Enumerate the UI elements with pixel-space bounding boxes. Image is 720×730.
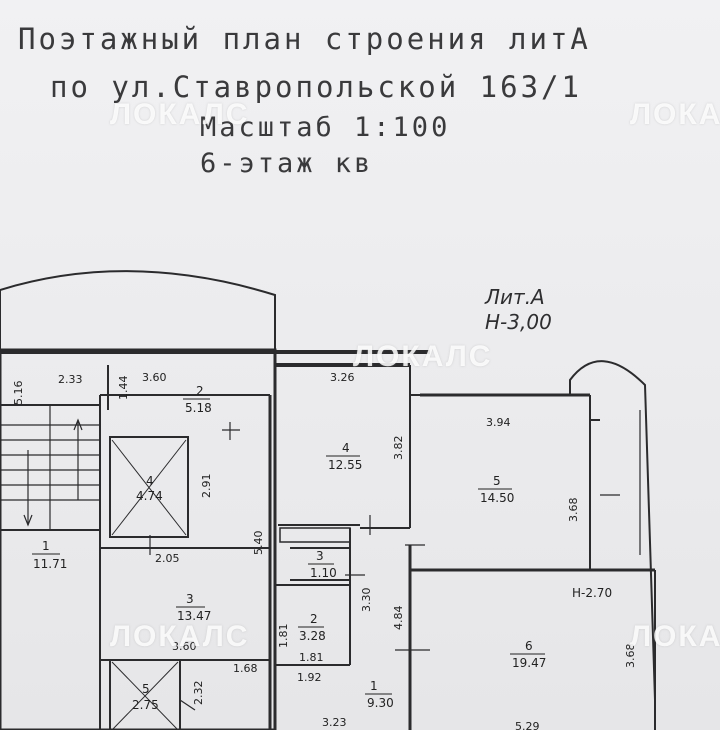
room-area-5b: 14.50 — [480, 491, 514, 505]
watermark-logo: ЛОКАЛС — [110, 98, 250, 131]
room-area-lift2: 2.75 — [132, 698, 159, 712]
watermark-logo: ЛОКАЛС — [630, 620, 720, 653]
dim-label: 3.30 — [360, 588, 373, 613]
dim-label: 3.26 — [330, 371, 355, 384]
height-label: Н-2.70 — [572, 586, 612, 600]
dim-label: 3.60 — [172, 640, 197, 653]
dim-label: 1.81 — [277, 624, 290, 649]
watermark-logo: ЛОКАЛС — [630, 98, 720, 131]
dim-label: 3.68 — [624, 644, 637, 669]
lit-height: Н-3,00 — [485, 310, 552, 334]
room-id-1b: 1 — [370, 679, 378, 693]
room-area-4b: 12.55 — [328, 458, 362, 472]
room-area-6: 19.47 — [512, 656, 546, 670]
dim-label: 1.81 — [299, 651, 324, 664]
dim-label: 3.23 — [322, 716, 347, 729]
room-id-4b: 4 — [342, 441, 350, 455]
room-id-lift2: 5 — [142, 682, 150, 696]
dim-label: 4.84 — [392, 606, 405, 631]
watermark-logo: ЛОКАЛС — [353, 340, 493, 373]
dim-label: 5.16 — [12, 381, 25, 406]
dim-label: 1.44 — [117, 376, 130, 401]
room-area-1b: 9.30 — [367, 696, 394, 710]
room-id-6: 6 — [525, 639, 533, 653]
room-id-lift1: 4 — [146, 474, 154, 488]
dim-label: 3.82 — [392, 436, 405, 461]
dim-label: 2.32 — [192, 681, 205, 706]
dim-label: 5.40 — [252, 531, 265, 556]
room-id-2b: 2 — [310, 612, 318, 626]
plan-title-line-1: Поэтажный план строения литА — [18, 22, 591, 56]
room-id-3: 3 — [186, 592, 194, 606]
dim-label: 3.94 — [486, 416, 511, 429]
room-id-2: 2 — [196, 384, 204, 398]
room-area-3b: 1.10 — [310, 566, 337, 580]
room-area-3: 13.47 — [177, 609, 211, 623]
room-area-lift1: 4.74 — [136, 489, 163, 503]
dim-label: 1.68 — [233, 662, 258, 675]
dim-label: 3.60 — [142, 371, 167, 384]
dim-label: 1.92 — [297, 671, 322, 684]
dim-label: 5.29 — [515, 720, 540, 730]
room-id-5b: 5 — [493, 474, 501, 488]
room-area-2: 5.18 — [185, 401, 212, 415]
lit-name: Лит.А — [485, 285, 545, 309]
room-area-2b: 3.28 — [299, 629, 326, 643]
dim-label: 3.68 — [567, 498, 580, 523]
plan-scale: Масштаб 1:100 — [200, 112, 451, 143]
room-area-1: 11.71 — [33, 557, 67, 571]
dim-label: 2.05 — [155, 552, 180, 565]
room-id-3b: 3 — [316, 549, 324, 563]
room-id-1: 1 — [42, 539, 50, 553]
dim-label: 2.33 — [58, 373, 83, 386]
plan-title-line-2: по ул.Ставропольской 163/1 — [50, 70, 582, 104]
plan-floor: 6-этаж кв — [200, 148, 374, 179]
dim-label: 2.91 — [200, 474, 213, 499]
watermark-logo: ЛОКАЛС — [110, 620, 250, 653]
